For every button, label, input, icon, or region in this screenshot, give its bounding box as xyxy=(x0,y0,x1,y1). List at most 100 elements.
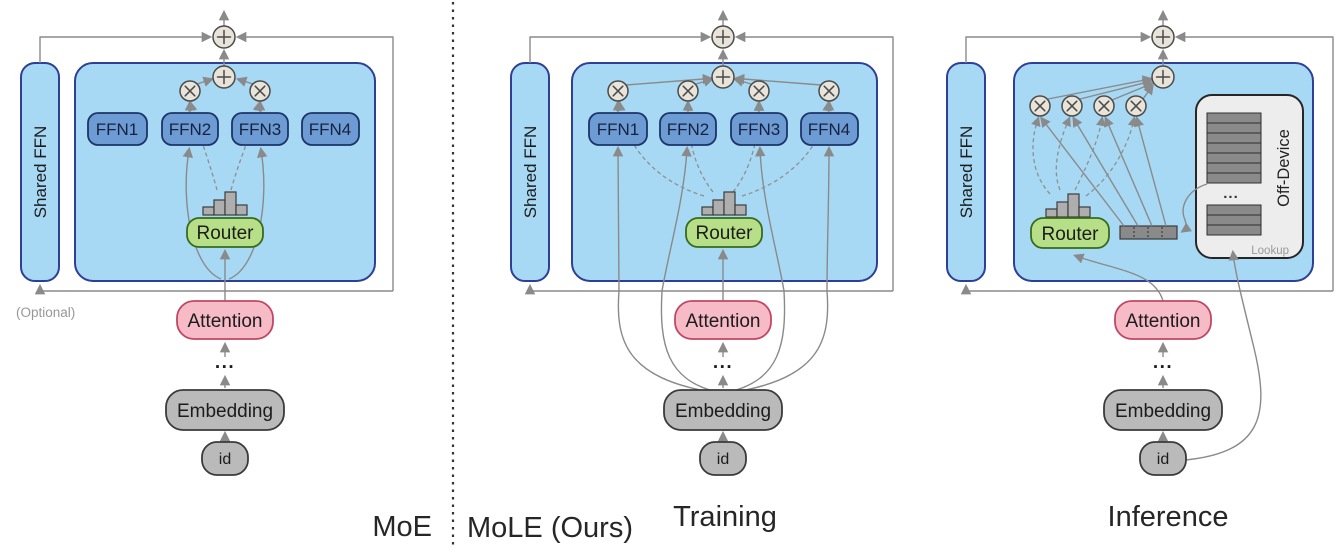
ffn1-label: FFN1 xyxy=(597,120,640,139)
embedding-label: Embedding xyxy=(675,401,771,422)
multiply-node-4 xyxy=(1125,95,1147,117)
layer-dots: ... xyxy=(1153,352,1173,373)
token-id-label: id xyxy=(717,451,729,468)
multiply-node-1 xyxy=(1029,95,1051,117)
embedding-label: Embedding xyxy=(177,401,273,422)
expert-sum-node xyxy=(212,65,236,89)
expert-sum-node xyxy=(1151,65,1175,89)
vector-to-multiply1-wire xyxy=(1040,116,1125,227)
expert-ffn1-box xyxy=(588,112,648,146)
caption-mole-ours: MoLE (Ours) xyxy=(467,512,633,544)
router-box xyxy=(685,217,763,248)
multiply-node-1 xyxy=(607,80,629,102)
output-sum-node xyxy=(1151,25,1175,49)
lookup-table-upper-stack xyxy=(1206,112,1262,184)
token-id-box xyxy=(1139,441,1187,476)
router-box xyxy=(1030,217,1110,249)
router-label: Router xyxy=(695,223,753,244)
router-weight-wire-3 xyxy=(1074,116,1106,191)
token-id-label: id xyxy=(1157,451,1169,468)
shared-ffn-label: Shared FFN xyxy=(521,126,540,219)
moe-layer-box xyxy=(74,62,376,282)
multiply-node-2 xyxy=(249,80,271,102)
ffn2-label: FFN2 xyxy=(667,120,710,139)
multiply-node-3 xyxy=(1093,95,1115,117)
attention-box xyxy=(674,300,772,340)
router-weight-wire-2 xyxy=(682,101,714,193)
embedding-to-ffn1-wire xyxy=(612,145,712,393)
router-weight-wire-1 xyxy=(615,101,705,197)
lookup-label: Lookup xyxy=(1251,245,1289,257)
ffn4-label: FFN4 xyxy=(808,120,851,139)
expert-ffn4-box xyxy=(301,112,360,146)
router-weight-wire-4 xyxy=(1085,116,1138,197)
attention-label: Attention xyxy=(1126,311,1201,332)
multiply2-to-sum-wire xyxy=(695,76,715,87)
layer-dots: ... xyxy=(215,352,235,373)
mole-layer-box xyxy=(571,62,878,282)
expert-ffn1-box xyxy=(87,112,148,146)
router-weight-wire-2 xyxy=(1055,116,1071,191)
multiply-node-3 xyxy=(748,80,770,102)
expert-ffn2-box xyxy=(659,112,717,146)
vector-to-multiply3-wire xyxy=(1104,116,1153,227)
router-label: Router xyxy=(196,223,254,244)
panel-moe: Shared FFN FFN1 FFN2 FFN3 FFN4 Router At… xyxy=(16,9,432,543)
router-weight-wire-3 xyxy=(732,101,764,193)
router-histogram xyxy=(1045,193,1091,218)
ffn1-label: FFN1 xyxy=(96,120,139,139)
shared-ffn-output-wire xyxy=(965,31,1152,63)
lookup-table: ... Off-Device Lookup xyxy=(1195,94,1304,259)
panel-mole-training: Shared FFN FFN1 FFN2 FFN3 FFN4 Router At… xyxy=(467,9,894,544)
ffn2-label: FFN2 xyxy=(169,120,212,139)
router-histogram xyxy=(202,191,248,216)
attention-to-router-wire xyxy=(1073,253,1164,302)
off-device-label: Off-Device xyxy=(1275,129,1293,207)
expert-ffn3-box xyxy=(730,112,788,146)
panel-mole-inference: ... Off-Device Lookup xyxy=(946,9,1334,533)
embedding-label: Embedding xyxy=(1115,401,1211,422)
embedding-to-ffn3-wire xyxy=(728,145,786,393)
expert-ffn3-box xyxy=(231,112,289,146)
attention-label: Attention xyxy=(686,311,761,332)
residual-wire xyxy=(734,31,894,291)
shared-ffn-output-wire xyxy=(39,31,213,63)
caption-moe: MoE xyxy=(372,511,432,543)
multiply-node-2 xyxy=(677,80,699,102)
shared-ffn-label: Shared FFN xyxy=(31,126,50,219)
router-box xyxy=(186,217,264,248)
router-weight-wire-2 xyxy=(230,101,263,191)
caption-training: Training xyxy=(673,501,777,533)
residual-wire xyxy=(235,31,394,291)
embedding-to-ffn2-wire xyxy=(660,145,718,393)
attention-box xyxy=(176,300,274,340)
router-histogram xyxy=(701,191,747,216)
embedding-box xyxy=(663,389,783,431)
ffn3-label: FFN3 xyxy=(738,120,781,139)
multiply-node-1 xyxy=(179,80,201,102)
multiply1-to-sum-wire xyxy=(1047,75,1154,100)
output-sum-node xyxy=(212,25,236,49)
token-id-label: id xyxy=(219,451,231,468)
multiply1-to-sum-wire xyxy=(196,76,214,87)
embedding-box xyxy=(165,389,285,431)
token-id-box xyxy=(699,441,747,476)
expert-ffn2-box xyxy=(161,112,219,146)
ffn4-label: FFN4 xyxy=(309,120,352,139)
multiply2-to-sum-wire xyxy=(1079,78,1154,100)
vector-to-multiply4-wire xyxy=(1133,115,1167,227)
embedding-to-ffn4-wire xyxy=(734,145,835,393)
multiply2-to-sum-wire xyxy=(236,76,254,87)
embedding-box xyxy=(1103,389,1223,431)
caption-inference: Inference xyxy=(1108,501,1229,533)
shared-ffn-label: Shared FFN xyxy=(957,126,976,219)
ffn3-label: FFN3 xyxy=(239,120,282,139)
shared-ffn-output-wire xyxy=(529,31,712,63)
embedding-lookup-vector-bar xyxy=(1119,225,1178,240)
attention-label: Attention xyxy=(188,311,263,332)
vector-to-multiply2-wire xyxy=(1072,116,1139,227)
multiply4-to-sum-wire xyxy=(1142,83,1154,100)
optional-note: (Optional) xyxy=(16,305,75,320)
multiply-node-4 xyxy=(818,80,840,102)
